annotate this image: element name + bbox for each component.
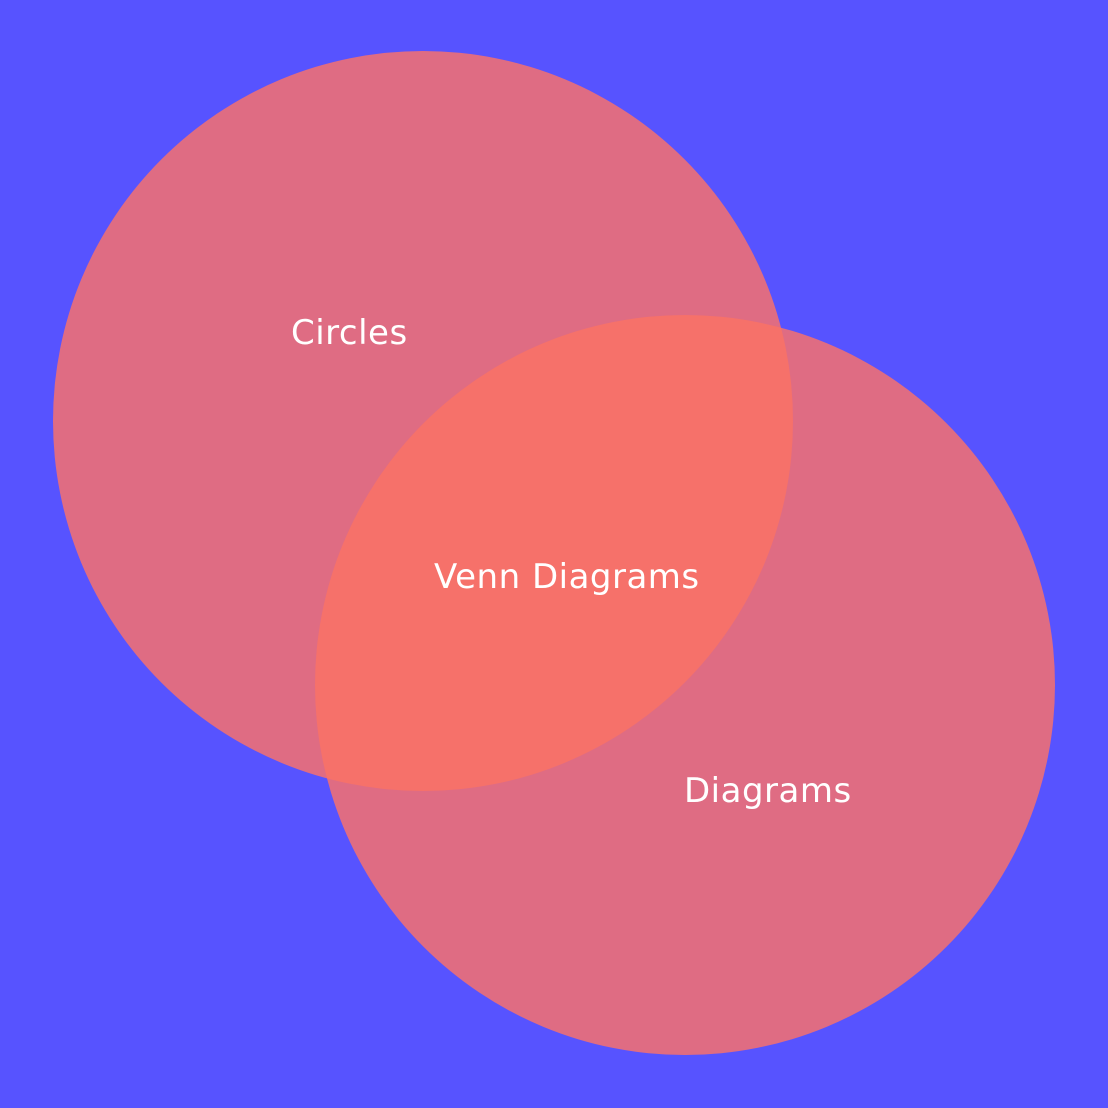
set-label-diagrams: Diagrams xyxy=(684,771,852,811)
set-label-circles: Circles xyxy=(291,313,408,353)
intersection-label: Venn Diagrams xyxy=(434,557,700,597)
